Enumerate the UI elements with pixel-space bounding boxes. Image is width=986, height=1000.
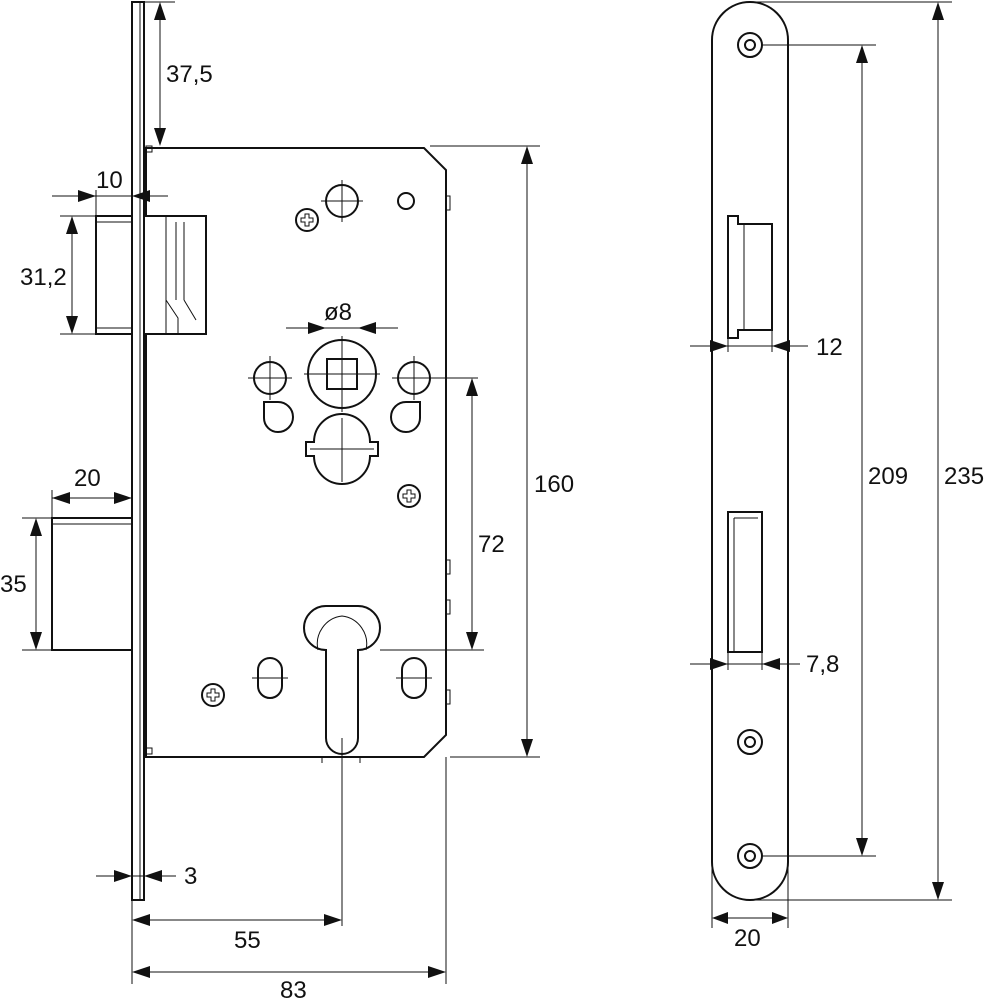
dead-bolt [51, 517, 133, 651]
strike-plate [711, 1, 789, 901]
dim-55: 55 [234, 927, 261, 954]
d-slot-right [390, 401, 421, 434]
dim-72: 72 [478, 531, 505, 558]
phillips-screw-icon [397, 484, 421, 508]
turn-cam [305, 413, 379, 485]
top-screw-hole [321, 180, 363, 222]
lock-case [145, 147, 447, 758]
dim-20-bolt: 20 [74, 465, 101, 492]
faceplate [131, 1, 145, 901]
spindle-hub [304, 336, 380, 412]
latch-bolt [95, 215, 207, 335]
dim-35: 35 [0, 571, 27, 598]
dim-o8: ø8 [324, 299, 352, 326]
phillips-screw-icon [295, 208, 319, 232]
lock-side-view [51, 1, 478, 901]
dim-235: 235 [944, 463, 984, 490]
cylinder-cutout [303, 605, 381, 755]
strike-screw-middle [737, 729, 763, 755]
strike-dimensions: 12 209 235 7,8 20 [690, 1, 984, 952]
dim-7-8: 7,8 [806, 651, 839, 678]
bottom-slot-left [252, 657, 288, 699]
phillips-screw-icon [201, 683, 225, 707]
pin-hole [397, 192, 415, 210]
bottom-slot-right [396, 657, 432, 699]
dim-160: 160 [534, 471, 574, 498]
dim-37-5: 37,5 [166, 61, 213, 88]
dim-20-strike: 20 [734, 925, 761, 952]
dim-12: 12 [816, 334, 843, 361]
dim-10: 10 [96, 167, 123, 194]
strike-bolt-opening [727, 511, 763, 653]
dim-83: 83 [280, 977, 307, 1000]
handle-screw-hole-right [392, 356, 478, 400]
dim-3: 3 [184, 863, 197, 890]
dim-31-2: 31,2 [20, 264, 67, 291]
dim-209: 209 [868, 463, 908, 490]
lock-dimensions: 37,5 10 31,2 ø8 160 72 [0, 1, 574, 1000]
handle-screw-hole-left [248, 356, 292, 400]
d-slot-left [263, 401, 294, 434]
